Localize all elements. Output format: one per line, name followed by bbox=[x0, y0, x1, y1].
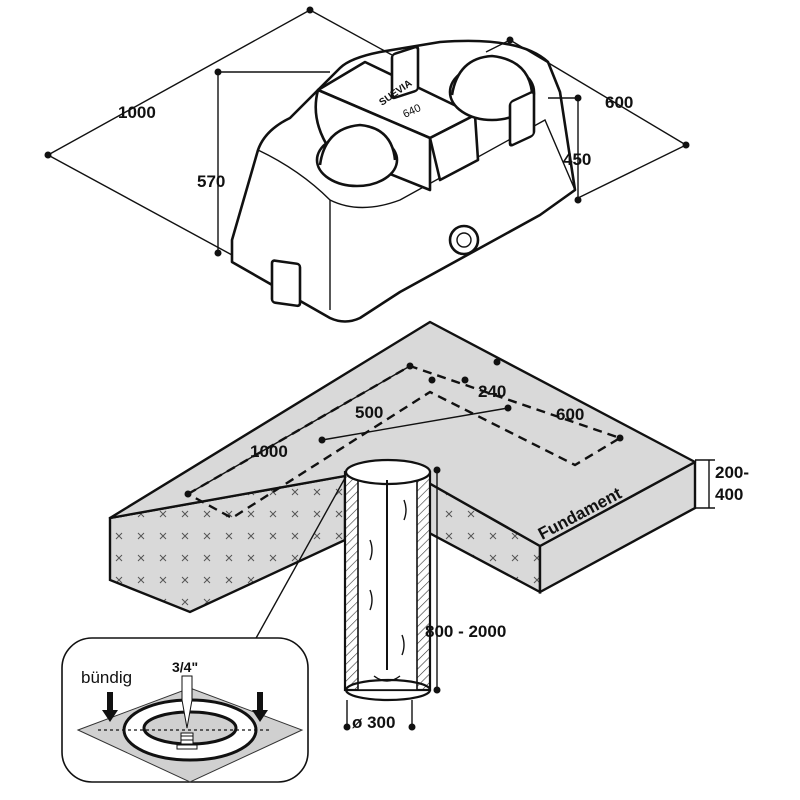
dim-foundation-600: 600 bbox=[556, 405, 584, 424]
pipe-depth: 800 - 2000 bbox=[425, 622, 506, 641]
supply-pipe: 800 - 2000 ø 300 bbox=[254, 458, 506, 732]
dim-foundation-500: 500 bbox=[355, 403, 383, 422]
dim-thickness-line1: 200- bbox=[715, 463, 749, 482]
foundation-slab: 1000 500 240 600 Fundament 200- 400 bbox=[108, 320, 749, 614]
dim-thickness-line2: 400 bbox=[715, 485, 743, 504]
dim-drinker-height: 570 bbox=[197, 172, 225, 191]
drinking-trough: SUEVIA 640 bbox=[230, 39, 577, 323]
thread-size: 3/4" bbox=[172, 659, 198, 675]
flush-label: bündig bbox=[81, 668, 132, 687]
dim-drinker-length: 1000 bbox=[118, 103, 156, 122]
dim-foundation-240: 240 bbox=[478, 382, 506, 401]
dim-foundation-length: 1000 bbox=[250, 442, 288, 461]
pipe-diameter: ø 300 bbox=[352, 713, 395, 732]
drinker-dimensions: 1000 570 600 450 bbox=[44, 6, 690, 257]
detail-inset: bündig 3/4" bbox=[61, 637, 309, 783]
dim-trough-height: 450 bbox=[563, 150, 591, 169]
dim-drinker-width: 600 bbox=[605, 93, 633, 112]
